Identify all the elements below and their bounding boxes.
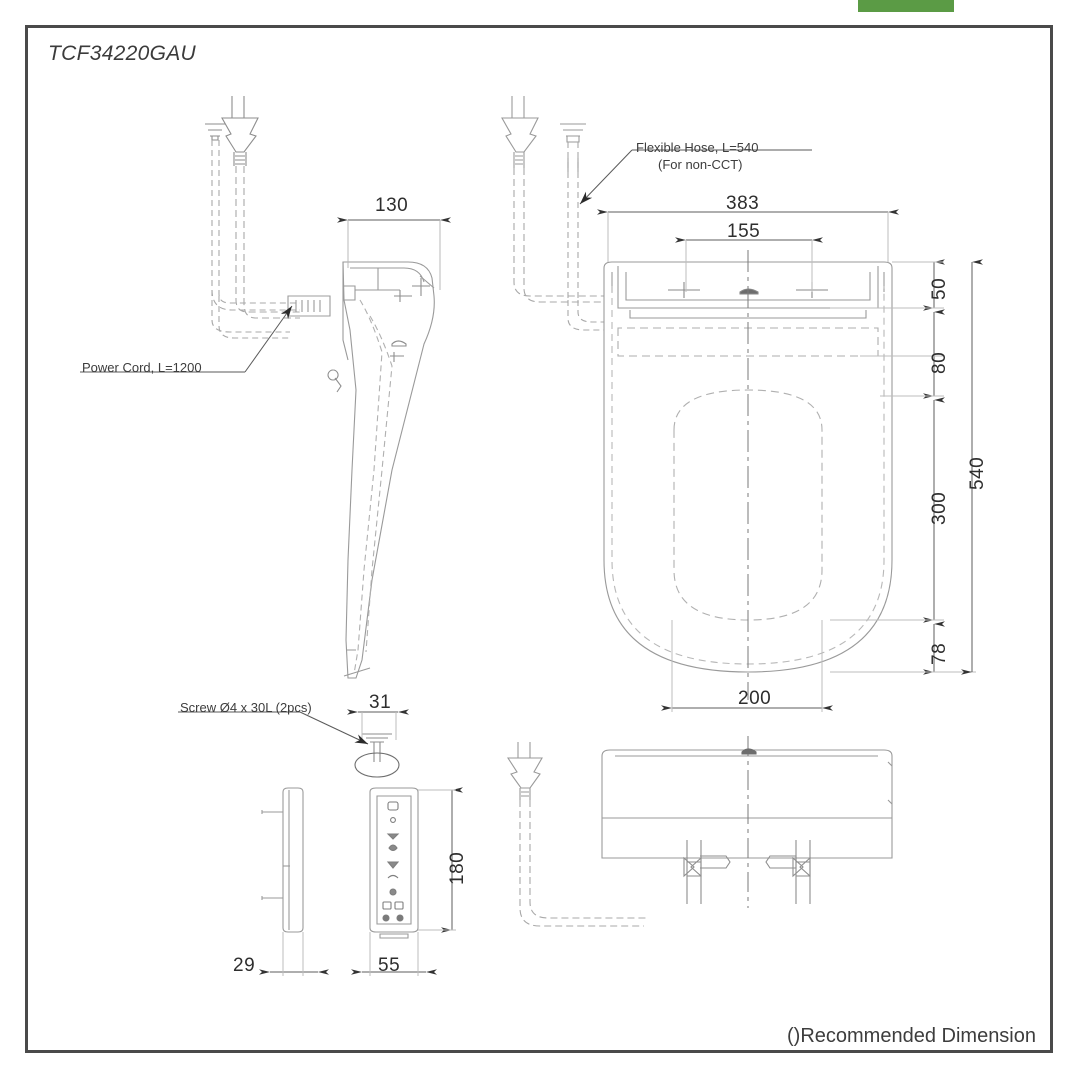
dimension-50: 50 <box>929 277 950 300</box>
drawing-frame <box>25 25 1053 1053</box>
page-title: TCF34220GAU <box>48 42 197 65</box>
dimension-55: 55 <box>378 955 401 976</box>
annotation-flexible-hose-line1: Flexible Hose, L=540 <box>636 140 759 155</box>
dimension-200: 200 <box>738 688 772 709</box>
annotation-screw: Screw Ø4 x 30L (2pcs) <box>180 700 312 715</box>
footer-note: ()Recommended Dimension <box>787 1025 1036 1047</box>
dimension-31: 31 <box>369 692 392 713</box>
annotation-flexible-hose-line2: (For non-CCT) <box>658 157 743 172</box>
dimension-130: 130 <box>375 195 409 216</box>
dimension-78: 78 <box>929 642 950 665</box>
dimension-80: 80 <box>929 351 950 374</box>
dimension-29: 29 <box>233 955 256 976</box>
accent-bar <box>858 0 954 12</box>
dimension-155: 155 <box>727 221 761 242</box>
dimension-180: 180 <box>447 851 468 885</box>
annotation-power-cord: Power Cord, L=1200 <box>82 360 202 375</box>
dimension-540: 540 <box>967 456 988 490</box>
dimension-300: 300 <box>929 491 950 525</box>
dimension-383: 383 <box>726 193 760 214</box>
